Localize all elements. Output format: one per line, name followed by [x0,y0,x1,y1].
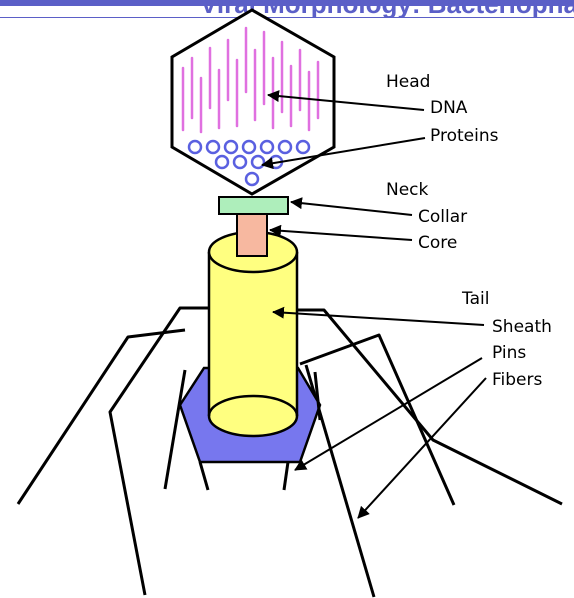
tail-core [237,214,267,256]
arrow-collar [291,202,412,215]
label-core: Core [418,233,457,253]
capsid-head [172,10,334,194]
label-proteins: Proteins [430,126,499,146]
label-tail: Tail [461,289,489,309]
pin [200,462,208,490]
pin [284,462,288,490]
tail-sheath [209,232,297,436]
arrow-core [270,230,412,240]
collar [219,197,288,214]
label-neck: Neck [386,180,429,200]
label-sheath: Sheath [492,317,552,337]
arrow-fibers [358,378,486,518]
arrow-sheath [273,312,484,325]
label-head: Head [386,72,430,92]
part-labels: Head DNA Proteins Neck Collar Core Tail … [386,72,552,390]
fiber-left-outer [18,330,185,504]
label-fibers: Fibers [492,370,543,390]
label-dna: DNA [430,98,468,118]
pin [165,370,185,489]
label-pins: Pins [492,343,526,363]
label-collar: Collar [418,207,467,227]
